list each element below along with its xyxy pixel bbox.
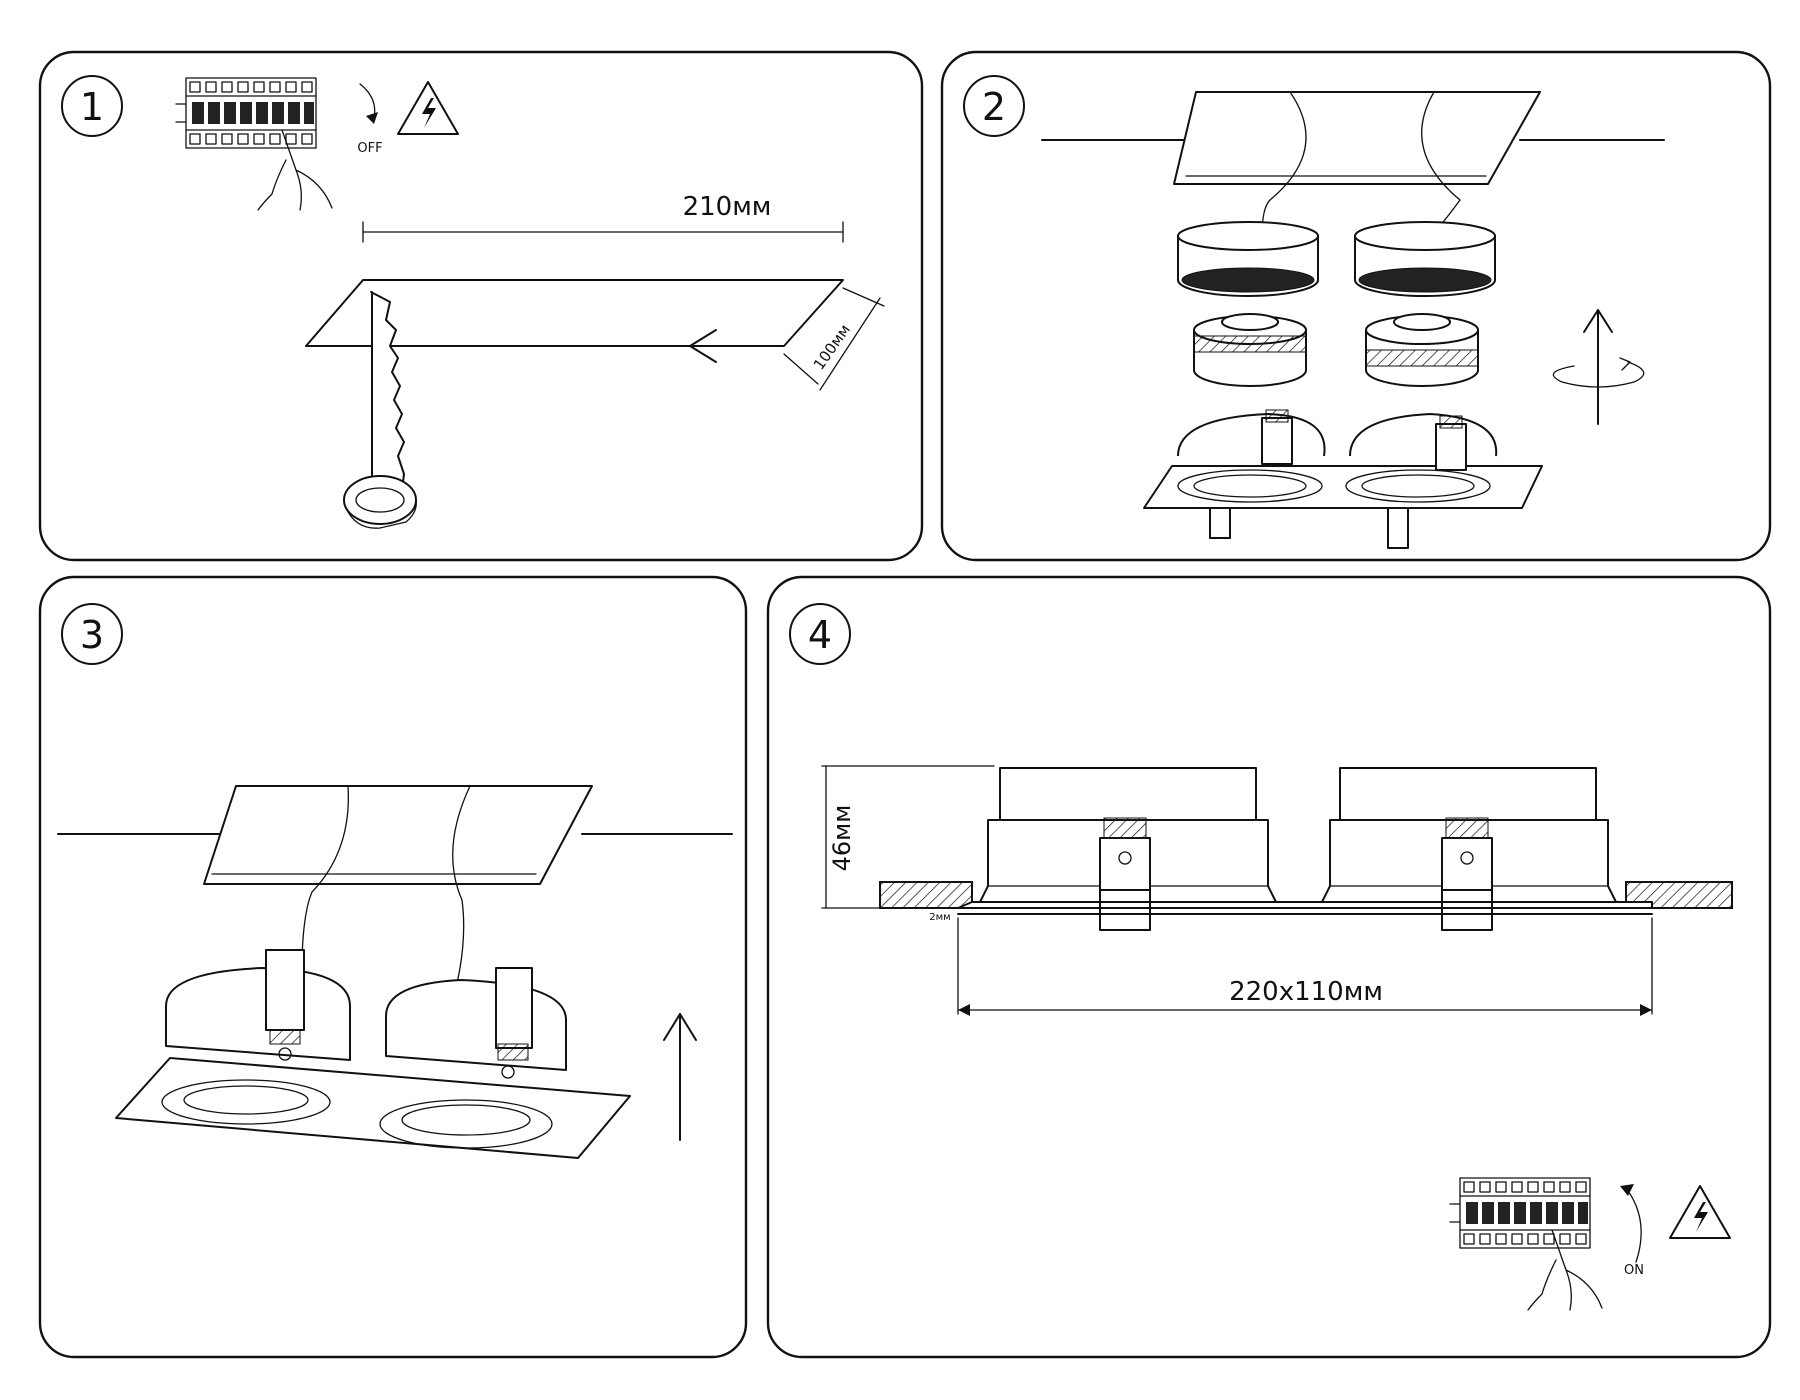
dim-height-label: 46мм: [828, 805, 856, 872]
switch-on-arrow: [1625, 1187, 1642, 1263]
step-1-number: 1: [80, 85, 104, 129]
step-2-panel: 2: [940, 50, 1772, 562]
gu10-bulbs: [1193, 313, 1479, 387]
panel-1-frame: [38, 50, 924, 562]
step-3-badge: [61, 603, 123, 665]
jigsaw-icon: [343, 291, 417, 529]
step-4-number: 4: [808, 613, 832, 657]
side-view-diagram: [821, 765, 1733, 1016]
dim-size-label: 220x110мм: [1229, 977, 1383, 1007]
ceiling-cutout-diagram: [305, 221, 885, 391]
dim-thickness-label: 2мм: [929, 912, 950, 923]
panel-3-frame: [38, 575, 748, 1359]
switch-off-label: OFF: [357, 141, 382, 156]
step-4-badge: [789, 603, 851, 665]
step-4-panel: 4: [766, 575, 1772, 1359]
up-arrow-icon: [663, 1013, 697, 1141]
step-2-badge: [963, 75, 1025, 137]
step-1-panel: 1 OFF 210мм 100мм: [38, 50, 924, 562]
panel-2-frame: [940, 50, 1772, 562]
double-frame: [115, 949, 631, 1159]
rotate-arrow-icon: [1552, 309, 1645, 425]
step-3-number: 3: [80, 613, 104, 657]
double-frame: [1143, 409, 1543, 549]
ceiling-plate: [1041, 91, 1665, 237]
panel-4-frame: [766, 575, 1772, 1359]
step-3-panel: 3: [38, 575, 748, 1359]
dim-width-label: 210мм: [683, 192, 772, 222]
step-2-number: 2: [982, 85, 1006, 129]
lamp-sockets: [1177, 221, 1496, 297]
switch-on-label: ON: [1624, 1263, 1644, 1278]
step-1-badge: [61, 75, 123, 137]
